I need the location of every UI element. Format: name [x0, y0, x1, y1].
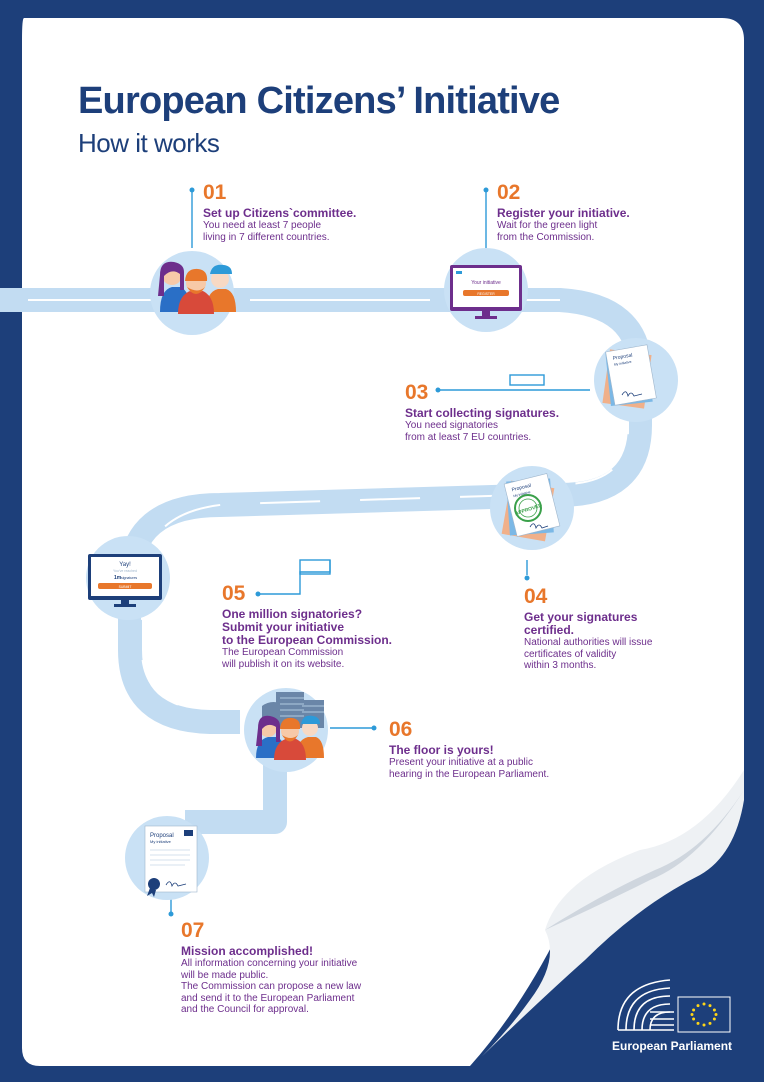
- step-03: 03 Start collecting signatures. You need…: [405, 382, 559, 443]
- step-03-number: 03: [405, 381, 429, 404]
- step-05-heading-line-3: to the European Commission.: [222, 633, 393, 647]
- step-01-number: 01: [203, 181, 227, 204]
- parliament-hearing-icon: [244, 688, 328, 772]
- page-subtitle: How it works: [78, 128, 220, 158]
- step-07: 07 Mission accomplished! All information…: [181, 920, 361, 1016]
- step-05-heading-line-1: One million signatories?: [222, 607, 363, 621]
- step-04-heading-line-2: certified.: [524, 623, 575, 637]
- step-02-body-line-1: Wait for the green light: [497, 220, 598, 231]
- submit-screen-count: 1m: [114, 575, 122, 581]
- committee-people-icon: [150, 251, 236, 335]
- register-screen-title: Your initiative: [471, 280, 501, 286]
- step-01-heading: Set up Citizens`committee.: [203, 206, 357, 220]
- step-07-body-line-3: The Commission can propose a new law: [181, 981, 362, 992]
- step-02-heading: Register your initiative.: [497, 206, 630, 220]
- pointer-dots: [168, 187, 530, 917]
- step-01: 01 Set up Citizens`committee. You need a…: [203, 182, 356, 243]
- step-01-body-line-1: You need at least 7 people: [203, 220, 322, 231]
- register-screen-button: REGISTER: [477, 292, 495, 296]
- doc3-title: Proposal: [612, 353, 632, 362]
- step-04: 04 Get your signatures certified. Nation…: [524, 586, 652, 672]
- submit-screen-title: Yay!: [119, 562, 131, 568]
- doc7-title: Proposal: [150, 833, 174, 839]
- submit-monitor-icon: Yay! You've reached 1m signatures SUBMIT: [86, 536, 170, 620]
- doc4-subtitle: My initiative: [513, 490, 531, 498]
- step-06-heading: The floor is yours!: [389, 743, 494, 757]
- step-07-number: 07: [181, 919, 205, 942]
- step-01-body-line-2: living in 7 different countries.: [203, 231, 330, 243]
- proposal-documents-icon: Proposal My initiative: [594, 338, 678, 422]
- pointer-lines: [170, 190, 590, 912]
- step-03-body-line-1: You need signatories: [405, 420, 499, 431]
- step-02-body-line-2: from the Commission.: [497, 231, 595, 243]
- doc4-title: Proposal: [511, 483, 532, 494]
- step-04-body-line-1: National authorities will issue: [524, 637, 653, 648]
- step-03-heading: Start collecting signatures.: [405, 406, 560, 420]
- step-07-body-line-5: and the Council for approval.: [181, 1004, 309, 1015]
- step-06-body-line-2: hearing in the European Parliament.: [389, 768, 550, 780]
- step-04-body-line-3: within 3 months.: [524, 660, 597, 671]
- step-04-number: 04: [524, 585, 548, 608]
- eu-flag: [677, 996, 731, 1033]
- step-05-body-line-1: The European Commission: [222, 647, 344, 658]
- page-title: European Citizens’ Initiative: [78, 80, 560, 122]
- step-05-heading-line-2: Submit your initiative: [222, 620, 345, 634]
- step-05-number: 05: [222, 582, 246, 605]
- page-curl: [472, 770, 744, 1066]
- institution-name: European Parliament: [612, 1039, 733, 1053]
- step-04-body-line-2: certificates of validity: [524, 648, 617, 660]
- step-07-heading: Mission accomplished!: [181, 944, 314, 958]
- step-07-body-line-2: will be made public.: [181, 969, 269, 981]
- submit-screen-line1: You've reached: [113, 569, 137, 573]
- eu-stars: [690, 1002, 718, 1027]
- submit-screen-button: SUBMIT: [119, 585, 132, 589]
- doc7-subtitle: My initiative: [150, 839, 172, 844]
- submit-screen-line2: signatures: [121, 576, 137, 580]
- doc3-subtitle: My initiative: [614, 360, 632, 367]
- step-06-body-line-1: Present your initiative at a public: [389, 757, 533, 768]
- step-07-body-line-4: and send it to the European Parliament: [181, 992, 355, 1004]
- step-02: 02 Register your initiative. Wait for th…: [497, 182, 630, 243]
- step-02-number: 02: [497, 181, 521, 204]
- step-03-body-line-2: from at least 7 EU countries.: [405, 431, 532, 443]
- step-05-body-line-2: will publish it on its website.: [222, 658, 345, 670]
- register-monitor-icon: Your initiative REGISTER: [444, 248, 528, 332]
- european-parliament-logo: [617, 979, 731, 1033]
- final-law-document-icon: Proposal My initiative: [125, 816, 209, 900]
- step-04-heading-line-1: Get your signatures: [524, 610, 638, 624]
- step-06: 06 The floor is yours! Present your init…: [389, 719, 549, 780]
- step-07-body-line-1: All information concerning your initiati…: [181, 958, 358, 969]
- step-06-number: 06: [389, 718, 413, 741]
- step-05: 05 One million signatories? Submit your …: [222, 583, 392, 670]
- approved-documents-icon: Proposal My initiative APPROVED: [490, 466, 574, 550]
